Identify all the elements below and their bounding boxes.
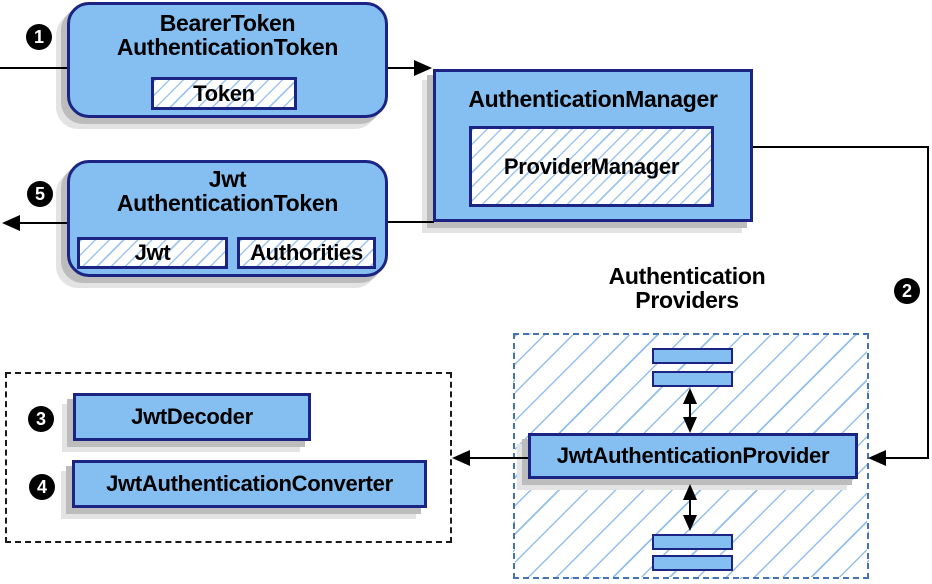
jwt-chip: Jwt xyxy=(77,237,228,269)
token-chip: Token xyxy=(151,77,297,110)
jwt-authentication-provider-box: JwtAuthenticationProvider xyxy=(528,433,858,479)
jwt-authentication-token-box: Jwt AuthenticationToken Jwt Authorities xyxy=(67,160,388,277)
provider-list-bar xyxy=(652,348,733,364)
providers-group-label: Authentication Providers xyxy=(608,263,766,313)
converters-dashed-group xyxy=(5,372,452,543)
authorities-chip: Authorities xyxy=(237,237,376,269)
bearer-token-box: BearerToken AuthenticationToken Token xyxy=(67,2,388,118)
arrowhead-step5 xyxy=(2,215,20,231)
badge-step1: 1 xyxy=(26,24,52,50)
arrowhead-to-manager xyxy=(414,60,432,76)
badge-step4: 4 xyxy=(29,474,55,500)
bearer-token-title: BearerToken AuthenticationToken xyxy=(116,10,339,60)
jwt-decoder-box: JwtDecoder xyxy=(73,393,311,441)
provider-manager-chip: ProviderManager xyxy=(469,126,714,207)
provider-list-bar xyxy=(652,371,733,387)
badge-step2: 2 xyxy=(894,278,920,304)
arrowhead-to-converters xyxy=(452,450,470,466)
arrowhead-step2 xyxy=(868,450,886,466)
badge-step5: 5 xyxy=(27,181,53,207)
badge-step3: 3 xyxy=(28,406,54,432)
provider-list-bar xyxy=(652,534,733,550)
jwt-token-title: Jwt AuthenticationToken xyxy=(116,166,339,216)
authentication-manager-box: AuthenticationManager ProviderManager xyxy=(433,69,753,222)
provider-list-bar xyxy=(652,555,733,571)
jwt-authentication-converter-box: JwtAuthenticationConverter xyxy=(72,460,427,508)
authentication-manager-title: AuthenticationManager xyxy=(468,86,718,112)
